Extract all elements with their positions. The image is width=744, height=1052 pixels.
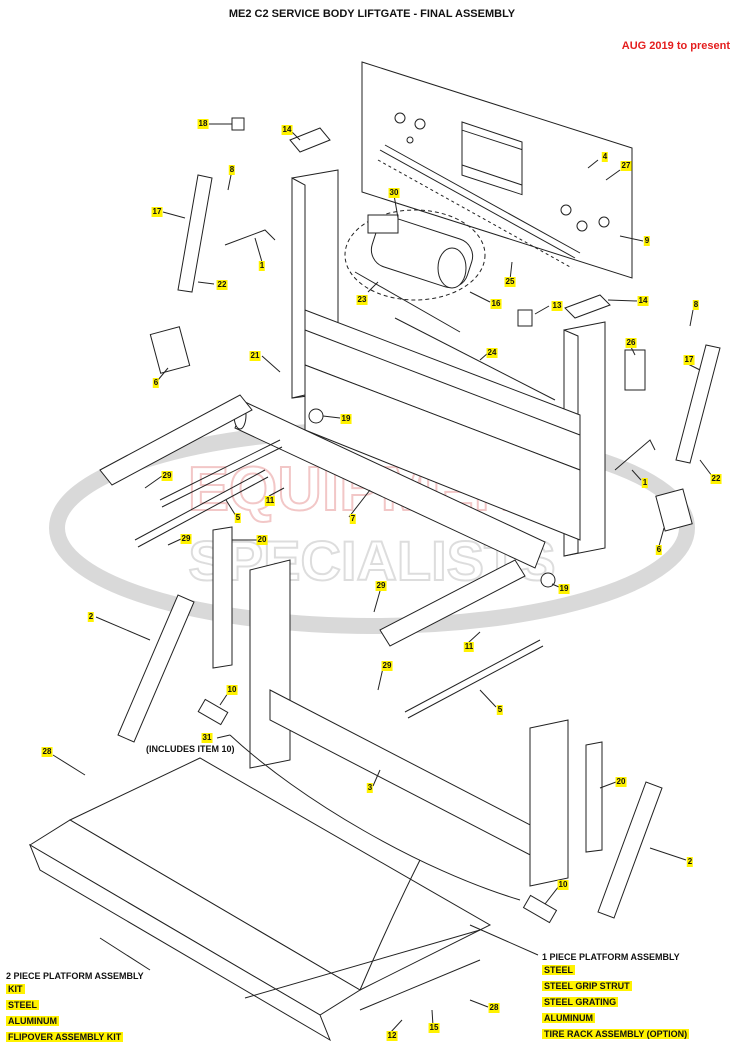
- legend-item: STEEL GRIP STRUT: [542, 981, 632, 991]
- plate-6-left: [149, 326, 191, 374]
- callout-25: 25: [504, 277, 516, 287]
- callout-21: 21: [249, 351, 261, 361]
- callout-27: 27: [620, 161, 632, 171]
- legend-item: ALUMINUM: [6, 1016, 59, 1026]
- two-piece-heading: 2 PIECE PLATFORM ASSEMBLY: [6, 971, 144, 981]
- callout-23: 23: [356, 295, 368, 305]
- callout-19: 19: [340, 414, 352, 424]
- callout-17b: 17: [683, 355, 695, 365]
- callout-20: 20: [256, 535, 268, 545]
- callout-6b: 6: [655, 545, 663, 555]
- callout-14b: 14: [637, 296, 649, 306]
- callout-10b: 10: [557, 880, 569, 890]
- bracket-14-left: [289, 127, 331, 153]
- bushing-19-right: [540, 572, 556, 588]
- legend-item: FLIPOVER ASSEMBLY KIT: [6, 1032, 124, 1042]
- callout-8b: 8: [692, 300, 700, 310]
- callout-29d: 29: [381, 661, 393, 671]
- callout-4: 4: [601, 152, 609, 162]
- legend-item: STEEL GRATING: [542, 997, 619, 1007]
- callout-6: 6: [152, 378, 160, 388]
- callout-29b: 29: [180, 534, 192, 544]
- strip-20-right: [585, 741, 603, 853]
- strip-20-left: [212, 526, 233, 669]
- bracket-14-right: [564, 294, 611, 319]
- lower-frame-right: [529, 719, 569, 887]
- rod-24: [394, 317, 556, 401]
- callout-9: 9: [643, 236, 651, 246]
- callout-10: 10: [226, 685, 238, 695]
- right-upper-arm: [379, 559, 526, 647]
- callout-14: 14: [281, 125, 293, 135]
- callout-28b: 28: [488, 1003, 500, 1013]
- pump-boundary: [344, 209, 486, 301]
- callout-5: 5: [234, 513, 242, 523]
- callout-22: 22: [216, 280, 228, 290]
- handle-1-left: [224, 229, 276, 246]
- page-title: ME2 C2 SERVICE BODY LIFTGATE - FINAL ASS…: [228, 8, 516, 20]
- cylinder-2-left: [117, 594, 195, 743]
- date-range: AUG 2019 to present: [621, 40, 730, 52]
- callout-3: 3: [366, 783, 374, 793]
- callout-20b: 20: [615, 777, 627, 787]
- callout-5b: 5: [496, 705, 504, 715]
- rod-25-a: [379, 149, 576, 259]
- callout-8: 8: [228, 165, 236, 175]
- valve-26: [624, 349, 646, 391]
- bushing-19-left: [308, 408, 324, 424]
- bracket-18: [231, 117, 245, 131]
- callout-22b: 22: [710, 474, 722, 484]
- cable-31: [229, 734, 521, 901]
- back-plate: [361, 61, 633, 279]
- callout-19b: 19: [558, 584, 570, 594]
- callout-2b: 2: [686, 857, 694, 867]
- pin-10-a: [197, 698, 229, 726]
- callout-31: 31: [201, 733, 213, 743]
- callout-29c: 29: [375, 581, 387, 591]
- legend-item: STEEL: [6, 1000, 40, 1010]
- callout-24: 24: [486, 348, 498, 358]
- callout-16: 16: [490, 299, 502, 309]
- callout-13: 13: [551, 301, 563, 311]
- callout-26: 26: [625, 338, 637, 348]
- one-piece-legend: 1 PIECE PLATFORM ASSEMBLY STEEL STEEL GR…: [542, 952, 690, 1045]
- callout-17: 17: [151, 207, 163, 217]
- switch-13: [517, 309, 533, 327]
- callout-11: 11: [264, 496, 276, 506]
- legend-item: TIRE RACK ASSEMBLY (OPTION): [542, 1029, 690, 1039]
- callout-1b: 1: [641, 478, 649, 488]
- rod-23: [354, 271, 461, 333]
- cylinder-2-right: [597, 781, 663, 919]
- callout-7: 7: [349, 514, 357, 524]
- callout-28: 28: [41, 747, 53, 757]
- callout-1: 1: [258, 261, 266, 271]
- two-piece-legend: 2 PIECE PLATFORM ASSEMBLY KIT STEEL ALUM…: [6, 971, 144, 1048]
- one-piece-heading: 1 PIECE PLATFORM ASSEMBLY: [542, 952, 680, 962]
- pin-10-b: [522, 894, 558, 924]
- callout-15: 15: [428, 1023, 440, 1033]
- callout-11b: 11: [463, 642, 475, 652]
- cylinder-17-left: [177, 174, 213, 293]
- callout-2: 2: [87, 612, 95, 622]
- legend-item: ALUMINUM: [542, 1013, 595, 1023]
- legend-item: STEEL: [542, 965, 576, 975]
- callout-29: 29: [161, 471, 173, 481]
- plate-6-right: [655, 488, 693, 532]
- callout-12: 12: [386, 1031, 398, 1041]
- rod-25-b: [384, 144, 581, 254]
- lower-frame: [249, 559, 291, 769]
- includes-note: (INCLUDES ITEM 10): [146, 744, 235, 754]
- legend-item: KIT: [6, 984, 25, 994]
- cylinder-17-right: [675, 344, 721, 464]
- callout-30: 30: [388, 188, 400, 198]
- left-upper-arm: [99, 394, 253, 486]
- handle-1-right: [614, 439, 656, 471]
- callout-18: 18: [197, 119, 209, 129]
